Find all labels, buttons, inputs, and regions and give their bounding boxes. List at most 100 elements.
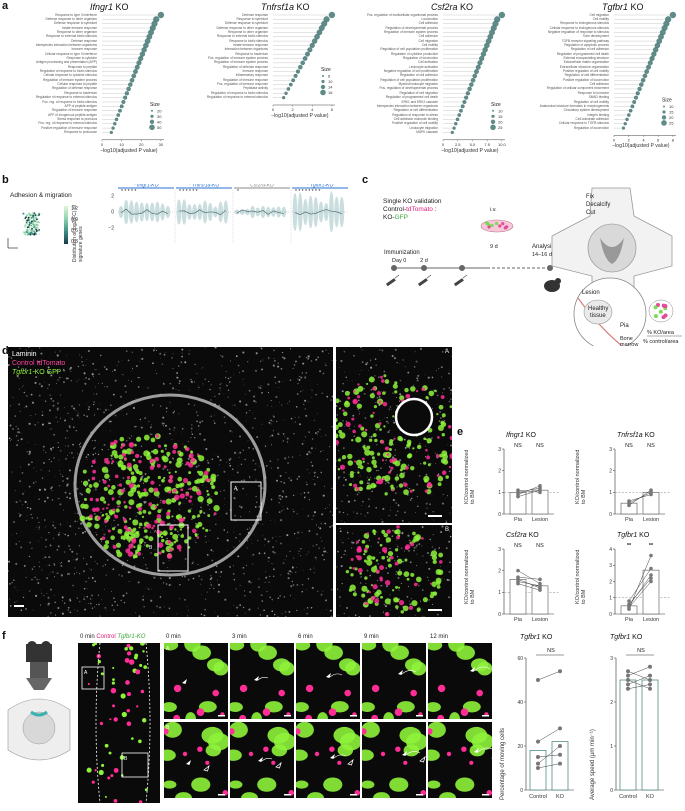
laminin-signal	[35, 481, 37, 483]
go-term-label: Response to hormone	[577, 90, 609, 95]
laminin-signal	[261, 391, 263, 394]
analysis-days-label: 14–16 d	[532, 252, 552, 258]
ratio-top-label: % KO/area	[647, 330, 675, 336]
ko-gfp-cell	[337, 467, 341, 471]
paired-line	[517, 489, 541, 493]
control-tdtomato-cell	[396, 535, 400, 540]
go-term-label: Innate immune response	[232, 42, 268, 47]
ko-gfp-cell	[373, 464, 378, 469]
laminin-signal	[272, 568, 275, 571]
laminin-signal	[17, 590, 18, 591]
laminin-signal	[389, 609, 391, 611]
laminin-signal	[83, 557, 85, 559]
laminin-signal	[69, 548, 72, 551]
control-tdtomato-cell	[157, 444, 162, 448]
laminin-signal	[290, 585, 293, 588]
laminin-signal	[220, 354, 222, 357]
violin	[187, 204, 192, 220]
laminin-signal	[90, 431, 93, 434]
laminin-signal	[188, 350, 190, 351]
laminin-signal	[400, 547, 403, 549]
laminin-signal	[255, 495, 257, 498]
umap-cell	[24, 218, 27, 221]
laminin-signal	[91, 465, 93, 468]
laminin-signal	[31, 547, 33, 549]
ko-gfp-cell	[175, 483, 180, 489]
laminin-signal	[47, 615, 50, 617]
laminin-signal	[210, 575, 212, 577]
laminin-signal	[14, 601, 16, 603]
laminin-signal	[252, 412, 254, 414]
laminin-signal	[348, 615, 350, 617]
laminin-signal	[148, 420, 150, 423]
laminin-signal	[197, 384, 199, 386]
laminin-signal	[78, 500, 80, 503]
ko-gfp-cell	[383, 712, 394, 719]
laminin-signal	[303, 496, 306, 499]
control-tdtomato-cell	[370, 597, 374, 601]
laminin-signal	[313, 471, 316, 474]
significance-label: NS	[536, 543, 544, 549]
scale-bar	[14, 605, 24, 607]
ko-gfp-cell	[348, 482, 353, 487]
laminin-signal	[84, 530, 86, 533]
laminin-signal	[264, 445, 267, 447]
laminin-signal	[33, 467, 35, 469]
laminin-signal	[18, 541, 20, 543]
healthy-label: Healthy	[588, 306, 608, 312]
laminin-signal	[182, 443, 183, 445]
laminin-signal	[191, 433, 194, 436]
ko-suffix: KO	[630, 634, 643, 641]
ko-gfp-cell	[103, 486, 108, 492]
laminin-signal	[103, 366, 106, 368]
control-tdtomato-cell	[172, 444, 178, 450]
panel-a-xlabel: −log10(adjusted P value)	[100, 147, 158, 154]
enrichment-dot	[295, 69, 301, 74]
paired-line	[627, 679, 651, 690]
laminin-signal	[155, 373, 157, 375]
laminin-signal	[42, 558, 44, 559]
laminin-signal	[52, 446, 54, 449]
go-term-label: Regulation of immune response	[222, 77, 268, 82]
timeline-point	[547, 265, 553, 271]
tracking-arrowhead	[470, 667, 475, 672]
panel-d-label: d	[2, 345, 9, 357]
ko-gfp-cell	[161, 549, 165, 554]
go-term-label: Regulation of defense response	[51, 86, 97, 91]
timeline-point	[421, 265, 427, 271]
enrichment-dot	[457, 113, 462, 117]
umap-cell	[29, 219, 32, 222]
laminin-signal	[76, 559, 79, 561]
laminin-signal	[27, 503, 29, 505]
laminin-signal	[156, 605, 158, 608]
laminin-signal	[132, 406, 136, 410]
ko-gfp-cell	[438, 404, 444, 410]
ko-gfp-cell	[368, 376, 375, 383]
injected-cell	[486, 222, 490, 226]
laminin-signal	[48, 532, 50, 534]
laminin-signal	[337, 444, 339, 446]
enrichment-dot	[284, 91, 288, 96]
roi-b-box	[121, 752, 149, 778]
laminin-signal	[195, 411, 198, 413]
laminin-signal	[14, 415, 16, 417]
laminin-signal	[176, 372, 179, 374]
enrichment-dot	[479, 55, 485, 62]
laminin-signal	[173, 520, 175, 522]
control-tdtomato-cell	[196, 490, 202, 496]
laminin-signal	[367, 480, 369, 482]
laminin-signal	[204, 608, 206, 611]
laminin-signal	[351, 547, 353, 549]
ko-gfp-cell	[336, 424, 339, 431]
panel-a-title-3: Tgfbr1 KO	[602, 2, 644, 12]
laminin-signal	[190, 380, 193, 384]
laminin-signal	[68, 452, 70, 454]
laminin-signal	[396, 397, 398, 399]
timelapse-cell	[142, 718, 147, 723]
laminin-signal	[320, 522, 323, 525]
laminin-signal	[432, 510, 435, 513]
umap-cell	[27, 224, 30, 226]
laminin-signal	[356, 493, 359, 496]
size-legend-dot	[321, 79, 325, 84]
ko-gfp-cell	[197, 470, 200, 474]
